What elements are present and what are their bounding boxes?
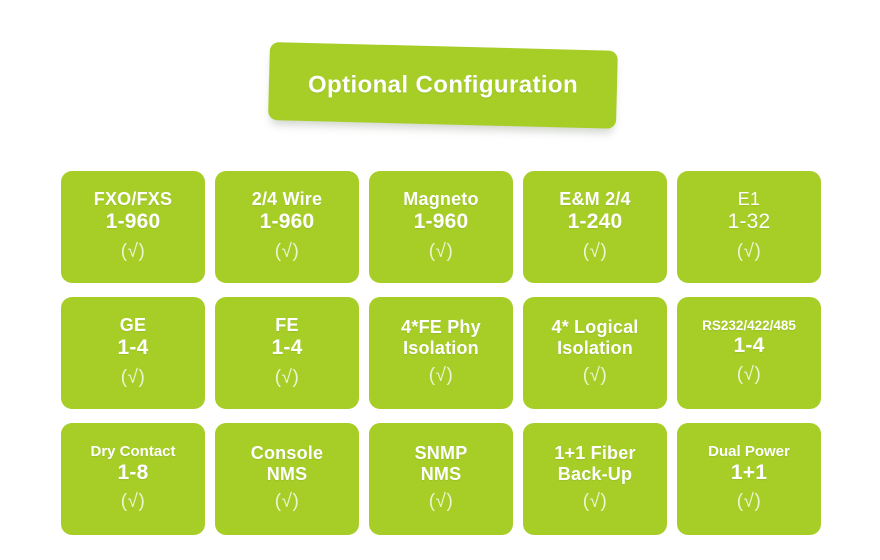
check-mark-icon: (√) [120,366,146,388]
card-line: Isolation [557,338,633,358]
card-line: 2/4 Wire [251,189,323,210]
card-line: 1-4 [271,336,303,360]
card-line: FXO/FXS [93,189,173,210]
check-mark-icon: (√) [736,240,762,262]
card-line: 1-960 [105,210,161,234]
card-line: 1-960 [413,210,469,234]
check-mark-icon: (√) [582,240,608,262]
card-line: GE [119,315,147,336]
card-line: FE [275,315,299,336]
check-mark-icon: (√) [274,366,300,388]
card-line: 4* Logical [551,317,639,338]
card-line: RS232/422/485 [702,317,796,333]
card-line: 1-240 [567,210,623,234]
card-line: 1-32 [727,210,771,234]
check-mark-icon: (√) [736,490,762,512]
card-line: Dual Power [708,443,790,461]
card-line: E1 [737,189,761,210]
check-mark-icon: (√) [120,490,146,512]
header-banner: Optional Configuration [268,42,618,129]
check-mark-icon: (√) [120,240,146,262]
card-line: Magneto [403,189,479,210]
card-line: 1-4 [733,333,765,357]
card-line: Dry Contact [90,443,176,461]
check-mark-icon: (√) [582,490,608,512]
card-line: 4*FE Phy [401,317,481,338]
check-mark-icon: (√) [428,364,454,386]
check-mark-icon: (√) [428,240,454,262]
card-line: 1-8 [117,460,149,484]
card-line: 1-960 [259,210,315,234]
banner-shape: Optional Configuration [268,42,618,129]
card-line: Isolation [403,338,479,358]
card-line: NMS [266,464,308,484]
check-mark-icon: (√) [736,364,762,385]
card-line: Back-Up [557,464,633,484]
card-line: E&M 2/4 [559,189,631,210]
banner-title: Optional Configuration [307,71,579,99]
check-mark-icon: (√) [428,490,454,512]
card-line: 1-4 [117,336,149,360]
check-mark-icon: (√) [582,364,608,386]
card-line: 1+1 Fiber [554,443,636,464]
check-mark-icon: (√) [274,240,300,262]
check-mark-icon: (√) [274,490,300,512]
card-line: Console [250,443,324,464]
card-line: SNMP [414,443,468,464]
card-line: 1+1 [730,460,768,484]
card-line: NMS [420,464,462,484]
